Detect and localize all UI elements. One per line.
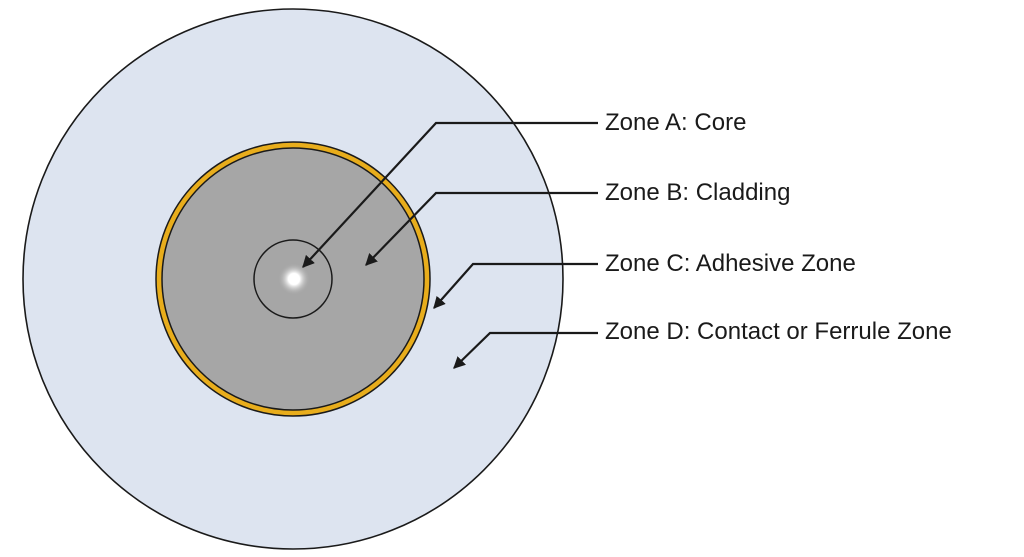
zone-a-label: Zone A: Core xyxy=(605,109,747,136)
leader-line-zone-c xyxy=(433,262,598,309)
leader-line-zone-d xyxy=(453,331,598,369)
zone-c-label: Zone C: Adhesive Zone xyxy=(605,250,856,277)
zone-d-label: Zone D: Contact or Ferrule Zone xyxy=(605,318,952,345)
zone-b-label: Zone B: Cladding xyxy=(605,179,791,206)
leader-line-zone-b xyxy=(365,191,598,266)
leader-line-zone-a xyxy=(302,121,598,268)
core-light-spot xyxy=(278,263,310,295)
core-boundary-circle xyxy=(253,239,333,319)
